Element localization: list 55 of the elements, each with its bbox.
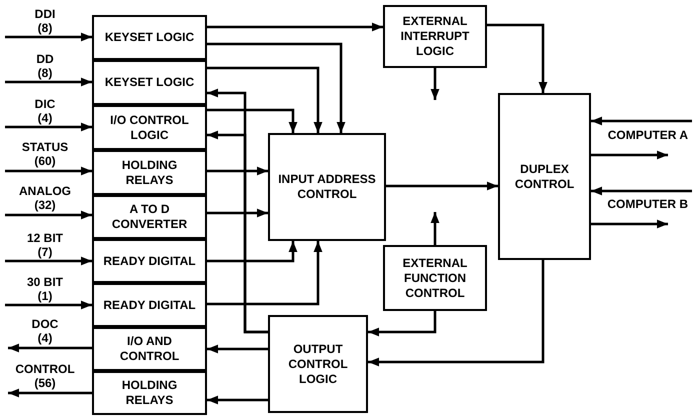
arrow: [591, 186, 692, 196]
block-box: HOLDING RELAYS: [92, 150, 207, 195]
arrow: [591, 220, 668, 228]
arrow: [5, 78, 92, 86]
arrow: [207, 66, 322, 133]
signal-label: ANALOG (32): [18, 184, 72, 212]
arrow: [591, 116, 692, 126]
block-box: I/O CONTROL LOGIC: [92, 105, 207, 150]
block-box: EXTERNAL FUNCTION CONTROL: [383, 245, 487, 311]
arrow: [5, 32, 92, 42]
arrow: [207, 166, 268, 176]
arrow: [207, 130, 268, 334]
block-box: KEYSET LOGIC: [92, 60, 207, 105]
arrow: [207, 108, 298, 133]
signal-label: CONTROL (56): [14, 362, 76, 390]
signal-label: STATUS (60): [20, 140, 70, 168]
signal-label: DD (8): [35, 52, 55, 80]
arrow: [8, 388, 92, 398]
arrow: [430, 68, 440, 100]
arrow: [207, 396, 268, 404]
arrow: [5, 166, 92, 176]
signal-label: DOC (4): [30, 317, 60, 345]
arrow: [207, 208, 268, 218]
signal-label: DIC (4): [34, 97, 56, 125]
arrow: [5, 256, 92, 266]
arrow: [8, 344, 92, 352]
arrow: [207, 344, 268, 354]
block-box: I/O AND CONTROL: [92, 327, 207, 371]
arrow: [207, 241, 322, 306]
arrow: [5, 300, 92, 310]
block-box: READY DIGITAL: [92, 239, 207, 283]
arrow: [368, 260, 544, 366]
block-box: A TO D CONVERTER: [92, 195, 207, 239]
signal-label: 30 BIT (1): [26, 275, 64, 303]
arrow: [207, 241, 298, 262]
arrow: [386, 182, 498, 190]
arrow: [5, 210, 92, 220]
block-box: HOLDING RELAYS: [92, 371, 207, 415]
arrow: [207, 42, 346, 133]
block-box: OUTPUT CONTROL LOGIC: [268, 315, 368, 413]
arrow: [591, 150, 668, 160]
block-box: EXTERNAL INTERRUPT LOGIC: [383, 5, 487, 68]
signal-label: COMPUTER A: [606, 128, 688, 142]
block-box: DUPLEX CONTROL: [498, 93, 591, 260]
signal-label: 12 BIT (7): [26, 231, 64, 259]
signal-label: DDI (8): [34, 7, 56, 35]
arrow: [368, 311, 436, 336]
arrow: [5, 122, 92, 132]
block-box: KEYSET LOGIC: [92, 15, 207, 60]
block-box: READY DIGITAL: [92, 283, 207, 327]
arrow: [430, 212, 440, 245]
arrow: [487, 24, 548, 93]
block-box: INPUT ADDRESS CONTROL: [268, 133, 386, 241]
signal-label: COMPUTER B: [606, 197, 688, 211]
arrow: [207, 22, 383, 32]
